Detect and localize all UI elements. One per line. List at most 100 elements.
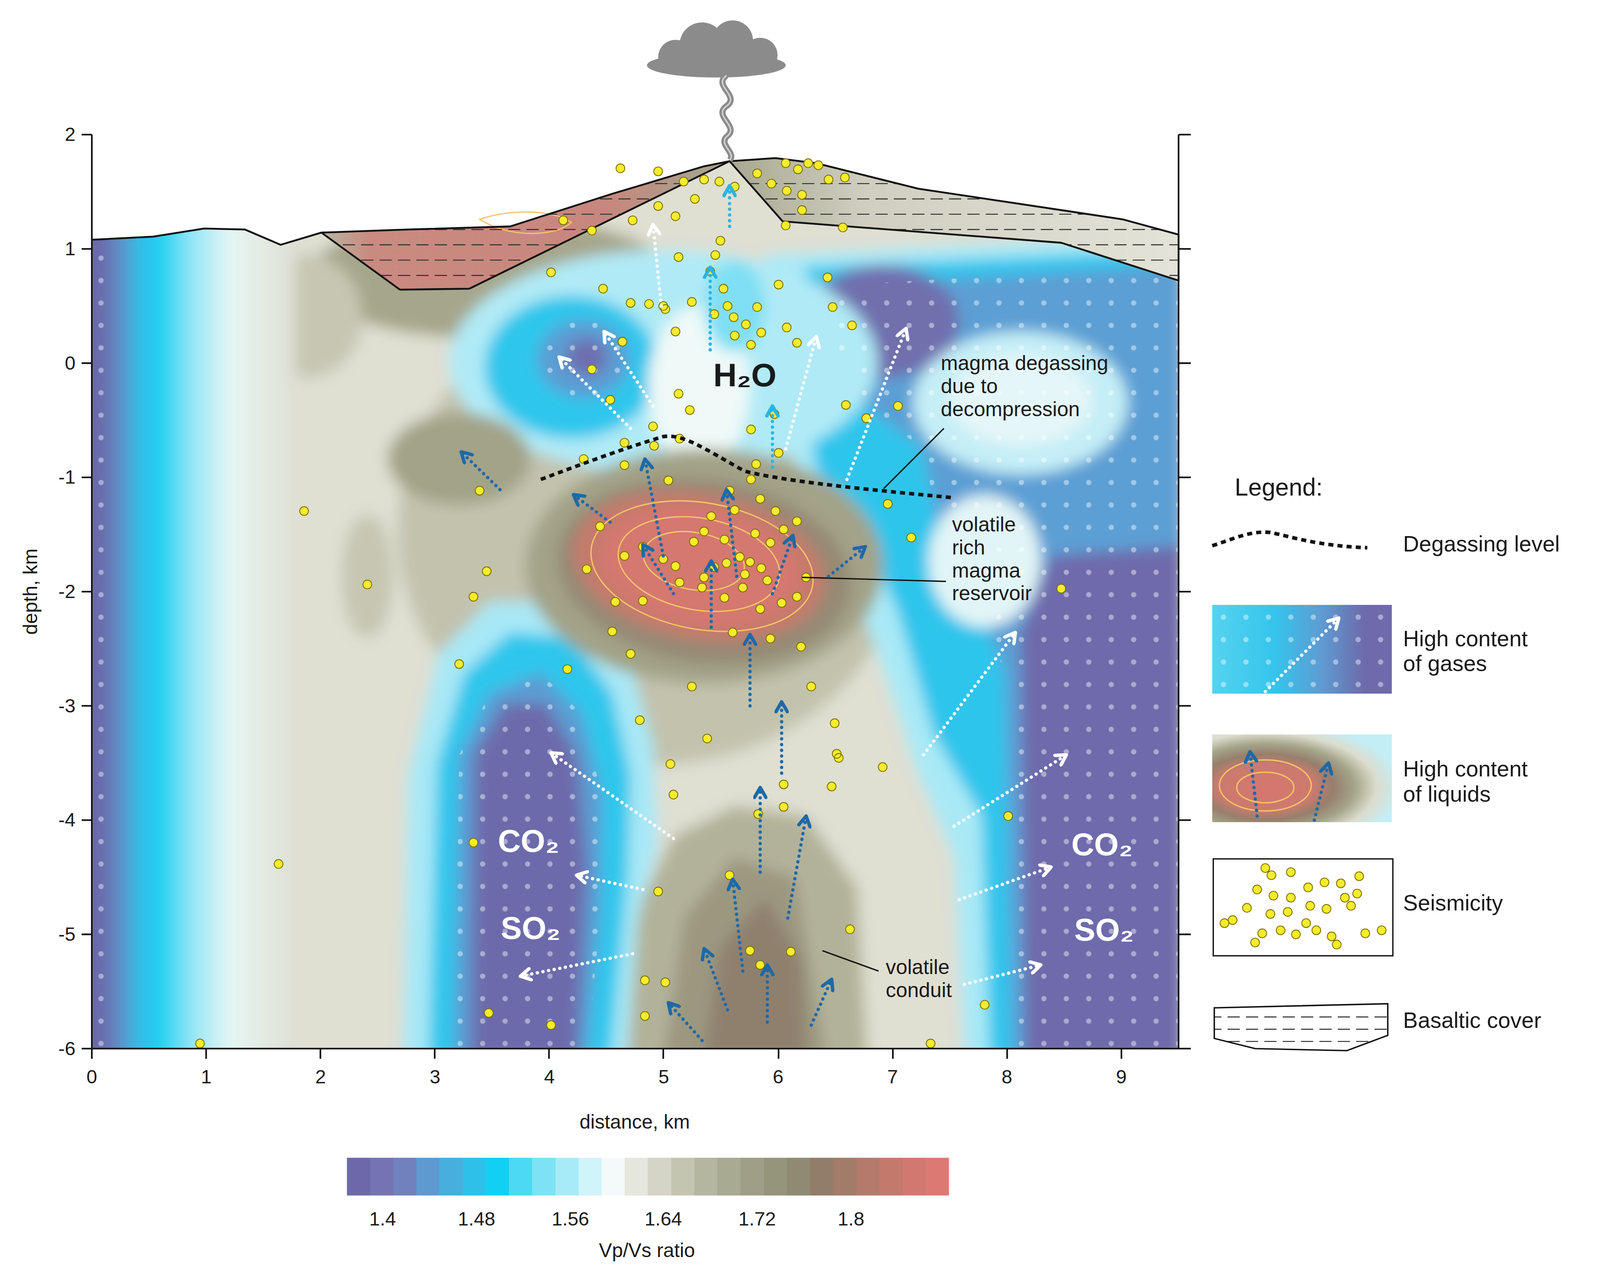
flow-arrow bbox=[959, 867, 1051, 900]
axis-line bbox=[91, 134, 1179, 1049]
flow-arrow bbox=[642, 544, 674, 594]
liquid-zone bbox=[560, 471, 838, 662]
legend-text: High content of gases bbox=[1403, 625, 1539, 676]
tomography-field bbox=[0, 102, 1327, 1123]
colorbar-tick-label: 1.8 bbox=[837, 1208, 865, 1230]
axes bbox=[81, 134, 1191, 1059]
ash-cloud bbox=[646, 20, 786, 78]
legend-text: High content of liquids bbox=[1403, 756, 1539, 807]
smoke-column bbox=[722, 75, 732, 161]
axis-tick-label: -2 bbox=[58, 581, 76, 603]
flow-arrow bbox=[652, 224, 662, 307]
gas-label: CO₂ bbox=[497, 824, 560, 860]
axis-tick-label: -3 bbox=[58, 695, 76, 717]
basaltic-cover bbox=[729, 157, 1179, 281]
axis-tick-label: 0 bbox=[64, 352, 76, 375]
basaltic-cover bbox=[321, 161, 730, 290]
gas-dots bbox=[537, 320, 630, 398]
annotation: volatile rich magma reservoir bbox=[952, 513, 1033, 606]
gas-zone bbox=[831, 265, 1184, 1062]
flow-arrow bbox=[604, 331, 654, 407]
topography-line bbox=[91, 228, 322, 245]
flow-arrow bbox=[765, 965, 770, 1023]
cloud-part bbox=[742, 37, 778, 73]
gas-zone bbox=[484, 295, 659, 439]
gas-zone bbox=[453, 673, 603, 1062]
axis-tick-label: 6 bbox=[772, 1066, 784, 1089]
legend-seismicity-sample bbox=[1213, 859, 1393, 957]
axis-tick-label: 3 bbox=[429, 1066, 441, 1089]
flow-arrow bbox=[708, 267, 712, 351]
liquid-zone bbox=[544, 459, 864, 683]
flow-arrow bbox=[780, 702, 784, 774]
axis-ticks bbox=[81, 134, 92, 1049]
legend-seismicity-dots bbox=[1219, 863, 1387, 950]
flow-arrow bbox=[668, 1003, 703, 1041]
flow-arrow bbox=[576, 875, 643, 890]
flow-arrow bbox=[964, 965, 1041, 985]
legend-arrow bbox=[1249, 751, 1258, 817]
axis-tick-label: 1 bbox=[200, 1066, 212, 1089]
flow-arrow bbox=[770, 406, 775, 468]
legend-contour bbox=[1219, 760, 1312, 811]
flow-arrow bbox=[923, 632, 1016, 756]
flow-arrow bbox=[758, 787, 762, 873]
colorbar bbox=[346, 1158, 949, 1196]
flow-arrow bbox=[732, 879, 743, 972]
axis-ticks bbox=[1178, 134, 1191, 1049]
axis-tick-label: 9 bbox=[1115, 1066, 1127, 1089]
left-gas-zone bbox=[61, 102, 296, 1123]
flow-arrow bbox=[728, 185, 732, 227]
axis-tick-label: 2 bbox=[64, 123, 76, 146]
axis-title: depth, km bbox=[19, 548, 42, 635]
gas-dots bbox=[61, 102, 108, 1123]
legend-text: Degassing level bbox=[1403, 531, 1560, 557]
flow-arrow bbox=[748, 634, 752, 706]
axis-tick-label: -5 bbox=[58, 924, 76, 946]
conduit-zone bbox=[663, 857, 827, 1062]
liquid-flow-arrows bbox=[461, 452, 866, 1042]
colorbar-tick-label: 1.48 bbox=[457, 1208, 496, 1230]
flow-arrow bbox=[726, 489, 737, 577]
legend-liquid-sample bbox=[1212, 734, 1393, 823]
flow-arrow bbox=[846, 328, 907, 480]
gas-flow-arrows bbox=[520, 224, 1067, 985]
flow-arrow bbox=[520, 953, 633, 977]
leader-line bbox=[801, 577, 946, 583]
smoke-column bbox=[722, 75, 732, 161]
axis-tick-label: 4 bbox=[544, 1066, 555, 1089]
axis-title: distance, km bbox=[579, 1111, 690, 1134]
annotation: magma degassing due to decompression bbox=[940, 351, 1118, 421]
axis-tick-label: 7 bbox=[887, 1066, 898, 1089]
flow-arrow bbox=[559, 356, 631, 429]
seismicity-dots bbox=[195, 158, 1066, 1049]
field-zone bbox=[342, 515, 393, 638]
legend-text: Basaltic cover bbox=[1403, 1008, 1542, 1033]
flow-arrow bbox=[787, 816, 807, 919]
leader-line bbox=[822, 950, 879, 972]
cover-outline bbox=[729, 157, 1179, 281]
gas-zone bbox=[403, 602, 659, 1062]
axis-ticks bbox=[91, 1049, 1122, 1060]
axis-tick-label: -1 bbox=[58, 466, 76, 489]
flow-arrow bbox=[828, 546, 866, 577]
vp-vs-field bbox=[0, 102, 1327, 1123]
legend-gas-dots bbox=[1212, 605, 1393, 694]
cover-hatch bbox=[1209, 1017, 1393, 1042]
flow-arrow bbox=[573, 494, 611, 523]
axis-tick-label: 8 bbox=[1001, 1066, 1013, 1089]
flow-arrow bbox=[953, 754, 1067, 827]
cover-outline bbox=[321, 161, 730, 290]
gas-label: H₂O bbox=[713, 357, 777, 394]
field-ground bbox=[0, 102, 1327, 1123]
leader-line bbox=[883, 428, 944, 489]
legend-title: Legend: bbox=[1234, 473, 1323, 502]
flow-arrow bbox=[772, 535, 793, 594]
colorbar-tick-label: 1.72 bbox=[738, 1208, 776, 1230]
conduit-zone bbox=[704, 897, 807, 1062]
annotation: volatile conduit bbox=[885, 956, 952, 1003]
contour-line bbox=[479, 212, 572, 234]
legend-contour bbox=[1236, 772, 1294, 804]
